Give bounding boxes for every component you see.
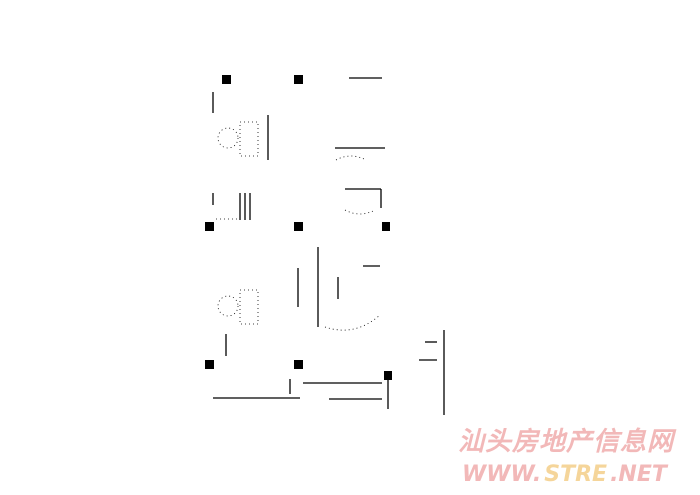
watermark-url-suffix: .NET <box>610 462 667 487</box>
column <box>205 360 214 369</box>
fixture-outlines <box>216 121 381 331</box>
column <box>384 371 392 380</box>
watermark-url-prefix: WWW. <box>462 462 542 487</box>
watermark-url-highlight: STRE <box>544 462 608 487</box>
column <box>294 360 303 369</box>
column <box>382 222 390 231</box>
column <box>294 75 303 84</box>
column <box>205 222 214 231</box>
column <box>222 75 231 84</box>
structural-columns <box>205 75 392 380</box>
wall-lines <box>212 77 445 415</box>
column <box>294 222 303 231</box>
watermark-url: WWW.STRE.NET <box>462 462 667 488</box>
watermark-chinese: 汕头房地产信息网 <box>458 427 675 457</box>
